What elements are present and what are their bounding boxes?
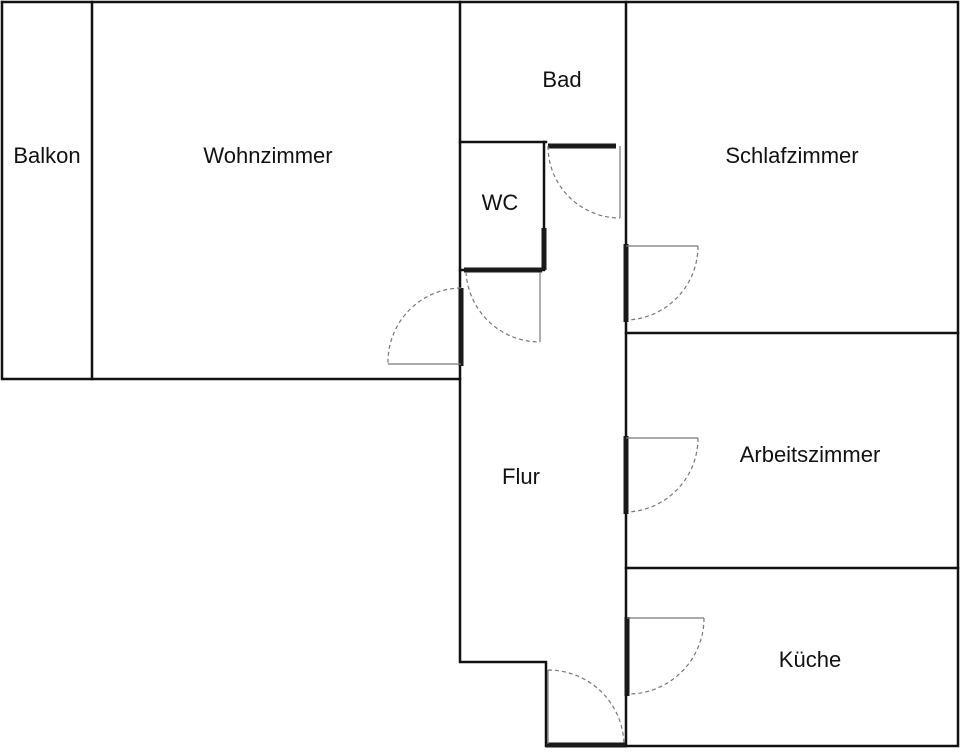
- door-wc: [464, 228, 547, 343]
- door-wohnzimmer: [387, 287, 464, 366]
- room-label-wohnzimmer: Wohnzimmer: [203, 143, 332, 168]
- room-label-schlafzimmer: Schlafzimmer: [725, 143, 858, 168]
- room-labels: Balkon Wohnzimmer Bad WC Schlafzimmer Fl…: [13, 67, 880, 672]
- door-arbeitszimmer: [623, 436, 699, 514]
- doors: [387, 143, 705, 748]
- room-label-balkon: Balkon: [13, 143, 80, 168]
- room-label-wc: WC: [482, 190, 519, 215]
- door-schlafzimmer: [623, 244, 699, 322]
- room-label-arbeitszimmer: Arbeitszimmer: [740, 442, 881, 467]
- door-bad: [547, 143, 621, 219]
- door-entrance: [546, 669, 626, 748]
- room-label-bad: Bad: [542, 67, 581, 92]
- door-kueche: [624, 617, 705, 696]
- room-label-kueche: Küche: [779, 647, 841, 672]
- entrance-wall: [0, 0, 548, 748]
- room-label-flur: Flur: [502, 464, 540, 489]
